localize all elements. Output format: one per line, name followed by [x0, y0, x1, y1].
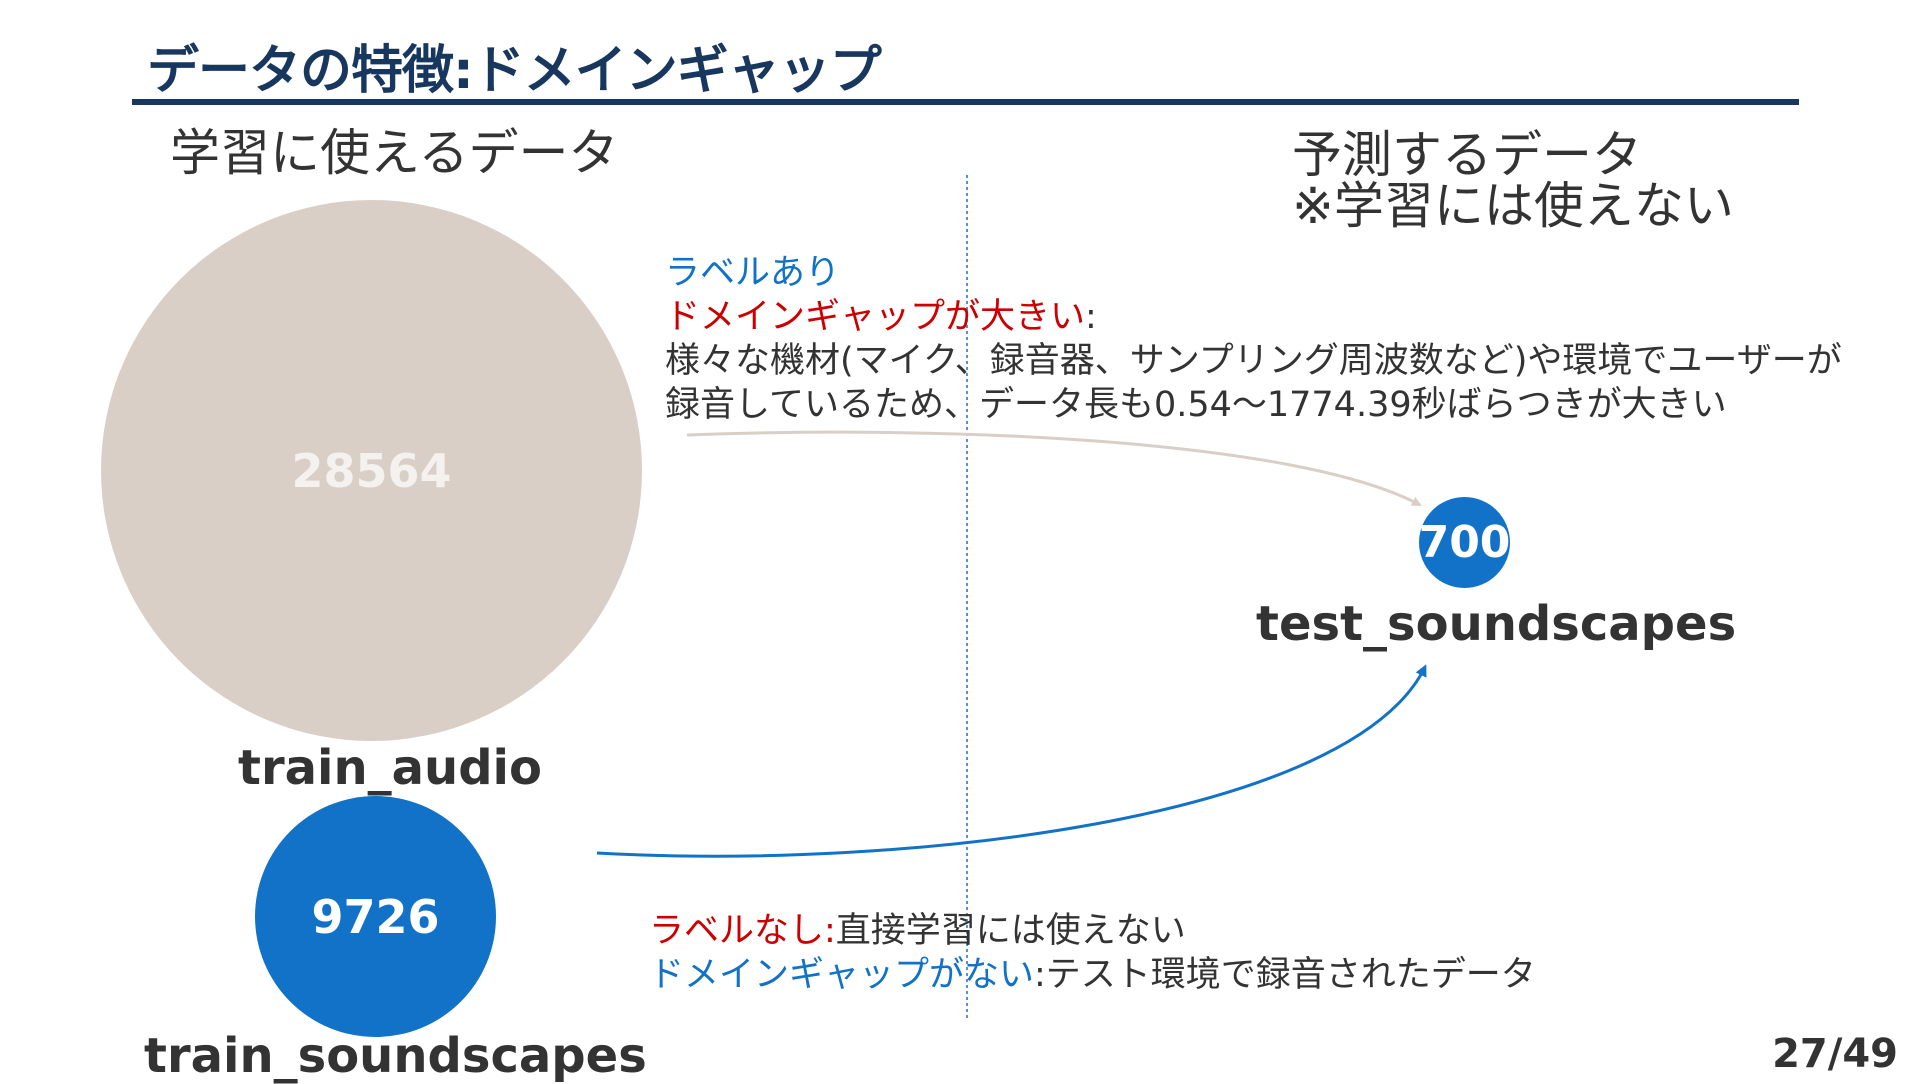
- domain-gap-explanation-line2: 録音しているため、データ長も0.54～1774.39秒ばらつきが大きい: [665, 385, 1727, 425]
- train-audio-label: train_audio: [238, 740, 542, 796]
- upper-note: ラベルあり ドメインギャップが大きい: 様々な機材(マイク、録音器、サンプリング…: [665, 251, 1842, 427]
- trainable-data-heading: 学習に使えるデータ: [170, 124, 619, 182]
- unlabeled-explanation: 直接学習には使えない: [835, 911, 1186, 951]
- train-audio-count: 28564: [291, 443, 452, 498]
- predicted-data-heading-line1: 予測するデータ: [1292, 126, 1642, 184]
- page-title: データの特徴:ドメインギャップ: [147, 41, 882, 101]
- test-soundscapes-count: 700: [1418, 517, 1511, 568]
- labeled-note: ラベルあり: [665, 253, 841, 293]
- lower-note: ラベルなし:直接学習には使えない ドメインギャップがない:テスト環境で録音された…: [649, 909, 1536, 997]
- train-soundscapes-label: train_soundscapes: [144, 1028, 647, 1084]
- no-domain-gap-explanation: :テスト環境で録音されたデータ: [1034, 955, 1536, 995]
- domain-gap-large-colon: :: [1085, 297, 1097, 337]
- train-audio-arrow: [686, 430, 1422, 507]
- no-domain-gap-line: ドメインギャップがない:テスト環境で録音されたデータ: [649, 953, 1536, 997]
- test-soundscapes-circle: 700: [1419, 497, 1510, 588]
- unlabeled-text: ラベルなし:: [649, 911, 836, 951]
- domain-gap-explanation-line1: 様々な機材(マイク、録音器、サンプリング周波数など)や環境でユーザーが: [665, 341, 1842, 381]
- predicted-data-heading: 予測するデータ ※学習には使えない: [1292, 130, 1734, 232]
- domain-gap-large-text: ドメインギャップが大きい: [665, 297, 1086, 337]
- unlabeled-line: ラベルなし:直接学習には使えない: [649, 909, 1536, 953]
- train-soundscapes-arrow: [596, 664, 1427, 858]
- no-domain-gap-text: ドメインギャップがない: [649, 955, 1035, 995]
- title-underline: [132, 99, 1799, 105]
- train-audio-circle: 28564: [101, 200, 642, 741]
- predicted-data-heading-line2: ※学習には使えない: [1292, 177, 1734, 235]
- train-soundscapes-count: 9726: [311, 889, 440, 944]
- domain-gap-large-line: ドメインギャップが大きい:: [665, 295, 1842, 339]
- train-soundscapes-circle: 9726: [255, 796, 496, 1037]
- test-soundscapes-label: test_soundscapes: [1256, 596, 1737, 652]
- page-number: 27/49: [1772, 1031, 1898, 1077]
